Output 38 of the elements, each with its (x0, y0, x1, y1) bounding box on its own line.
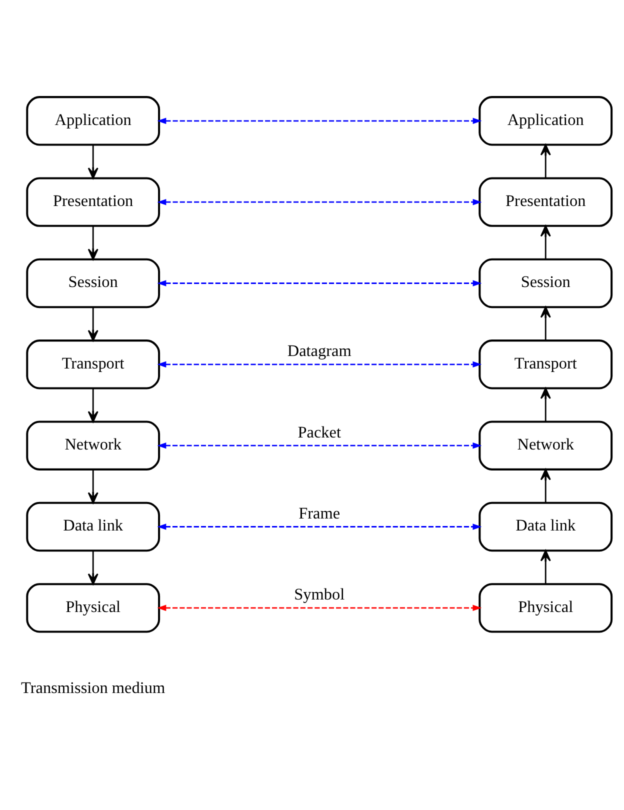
arrow (88, 226, 98, 260)
arrow (540, 550, 551, 584)
node-box: Transport (26, 340, 160, 390)
node-box: Application (26, 96, 160, 146)
arrow (157, 604, 482, 612)
node-box: Application (478, 96, 613, 146)
node-box: Physical (478, 583, 613, 633)
arrow (540, 144, 551, 178)
arrow (157, 361, 482, 368)
node-box: Session (26, 258, 160, 308)
arrow (157, 442, 482, 449)
node-box: Presentation (26, 177, 160, 227)
node-box: Physical (26, 583, 160, 633)
node-box: Session (478, 258, 613, 308)
node-box: Network (478, 420, 613, 470)
arrow (88, 550, 98, 585)
arrow (157, 198, 482, 206)
arrow (157, 118, 482, 124)
arrow (540, 306, 551, 341)
arrow (540, 388, 551, 422)
arrow (157, 524, 482, 530)
edge-label: Frame (298, 504, 340, 522)
arrow (540, 225, 551, 260)
arrow (157, 280, 482, 286)
arrow (88, 470, 98, 504)
node-box: Data link (26, 502, 160, 552)
arrow (88, 307, 98, 342)
arrow (540, 468, 551, 503)
arrow (88, 388, 98, 422)
label: Transmission medium (21, 678, 166, 697)
edge-label: Packet (298, 423, 341, 442)
node-box: Transport (478, 340, 613, 390)
edge-label: Symbol (294, 586, 345, 604)
edge-label: Datagram (287, 342, 352, 360)
arrow (88, 144, 98, 179)
node-box: Data link (478, 502, 613, 552)
node-box: Network (26, 420, 160, 470)
node-box: Presentation (478, 177, 613, 227)
